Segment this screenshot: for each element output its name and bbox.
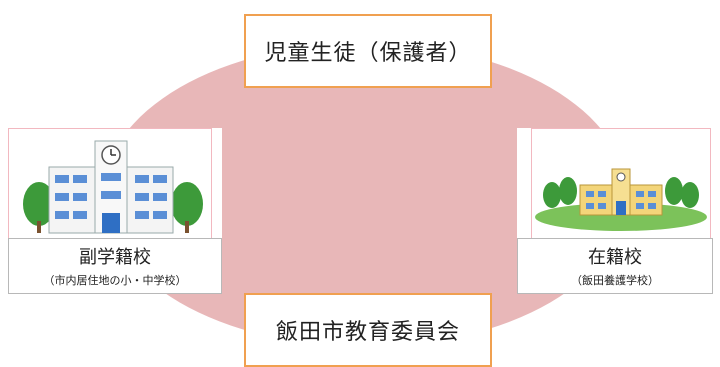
enrolled-school-picture (531, 128, 711, 240)
relationship-ellipse (103, 43, 627, 347)
secondary-school-label: 副学籍校 (79, 247, 151, 268)
school-campus-icon (535, 168, 707, 231)
enrolled-school-node: 在籍校 （飯田養護学校） (517, 128, 713, 294)
secondary-school-sublabel: （市内居住地の小・中学校） (43, 274, 187, 287)
board-of-education-node: 飯田市教育委員会 (244, 293, 492, 367)
student-guardian-label: 児童生徒（保護者） (264, 41, 472, 66)
secondary-school-picture (8, 128, 212, 240)
enrolled-school-label-box: 在籍校 （飯田養護学校） (517, 238, 713, 294)
secondary-school-node: 副学籍校 （市内居住地の小・中学校） (8, 128, 222, 294)
student-guardian-node: 児童生徒（保護者） (244, 14, 492, 88)
secondary-school-label-box: 副学籍校 （市内居住地の小・中学校） (8, 238, 222, 294)
enrolled-school-label: 在籍校 (588, 247, 642, 268)
enrolled-school-sublabel: （飯田養護学校） (571, 274, 659, 287)
board-of-education-label: 飯田市教育委員会 (275, 320, 460, 345)
school-building-icon (23, 140, 203, 234)
